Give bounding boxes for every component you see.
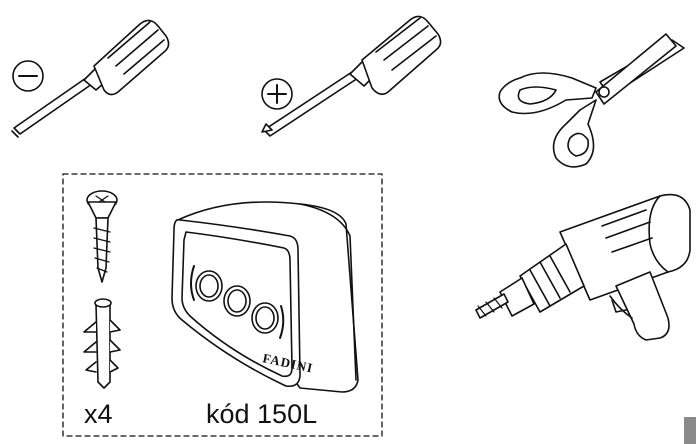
power-drill-icon (475, 193, 691, 341)
scissors-icon (498, 33, 685, 168)
wall-plug-icon (83, 298, 121, 389)
product-code-label: kód 150L (206, 399, 318, 429)
screw-icon (86, 190, 118, 283)
keypad-receiver-icon (171, 201, 359, 393)
corner-tab (684, 417, 696, 444)
flathead-screwdriver-icon (11, 19, 170, 138)
kit-box (62, 173, 383, 437)
phillips-screwdriver-icon (261, 15, 442, 137)
quantity-label: x4 (84, 399, 113, 429)
